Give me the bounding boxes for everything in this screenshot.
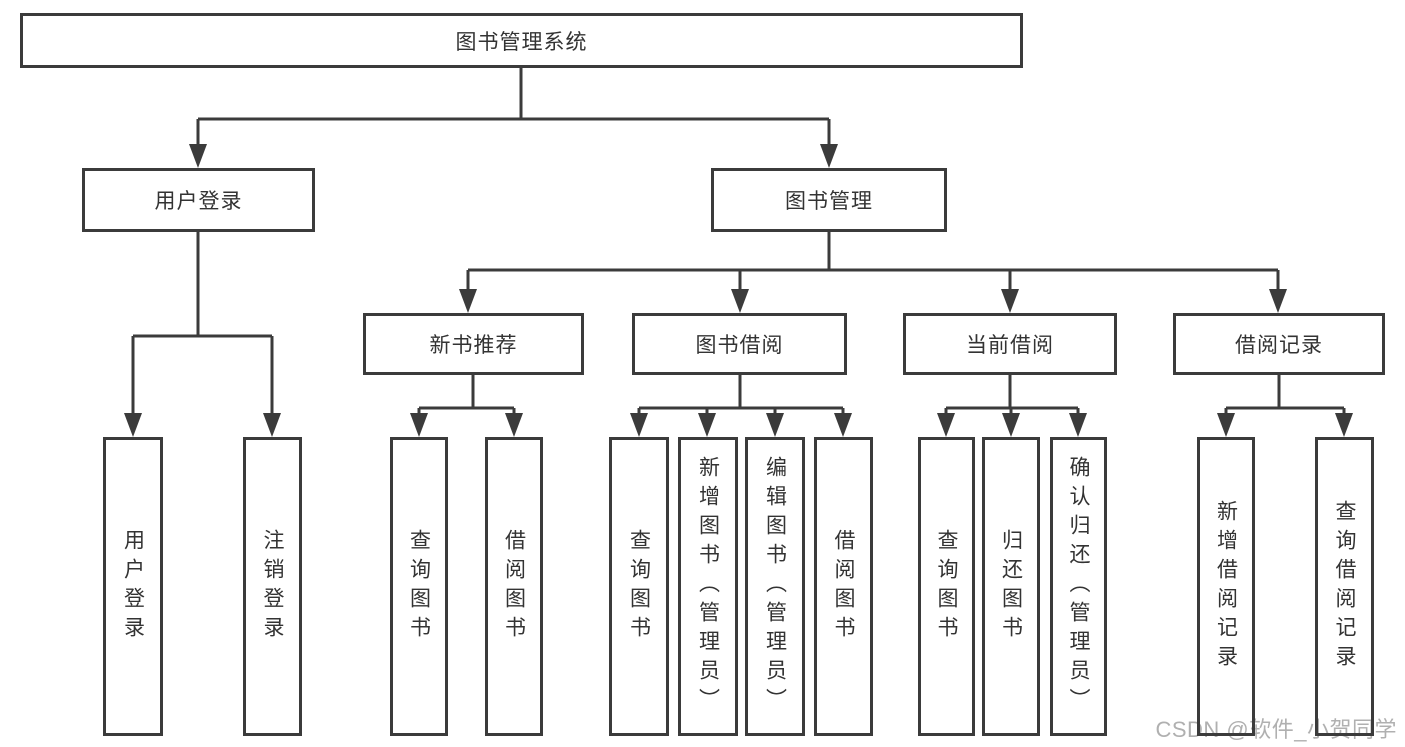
- node-leaf-add-borrow-record: 新增借阅记录: [1197, 437, 1255, 736]
- node-leaf-query-borrow-record: 查询借阅记录: [1315, 437, 1374, 736]
- node-leaf-confirm-return-admin: 确认归还（管理员）: [1050, 437, 1107, 736]
- node-user-login: 用户登录: [82, 168, 315, 232]
- csdn-watermark: CSDN @软件_小贺同学: [1155, 717, 1397, 742]
- node-current-borrowing: 当前借阅: [903, 313, 1117, 375]
- node-leaf-borrow-books: 借阅图书: [814, 437, 873, 736]
- node-leaf-user-login: 用户登录: [103, 437, 163, 736]
- node-book-management: 图书管理: [711, 168, 947, 232]
- node-leaf-borrow-books-recommend: 借阅图书: [485, 437, 543, 736]
- node-leaf-query-books-current: 查询图书: [918, 437, 975, 736]
- node-library-system: 图书管理系统: [20, 13, 1023, 68]
- node-book-borrowing: 图书借阅: [632, 313, 847, 375]
- node-leaf-query-books-recommend: 查询图书: [390, 437, 448, 736]
- node-leaf-edit-book-admin: 编辑图书（管理员）: [745, 437, 805, 736]
- node-leaf-logout: 注销登录: [243, 437, 302, 736]
- node-leaf-add-book-admin: 新增图书（管理员）: [678, 437, 738, 736]
- node-new-book-recommend: 新书推荐: [363, 313, 584, 375]
- node-leaf-return-book: 归还图书: [982, 437, 1040, 736]
- node-leaf-query-books-borrow: 查询图书: [609, 437, 669, 736]
- node-borrowing-records: 借阅记录: [1173, 313, 1385, 375]
